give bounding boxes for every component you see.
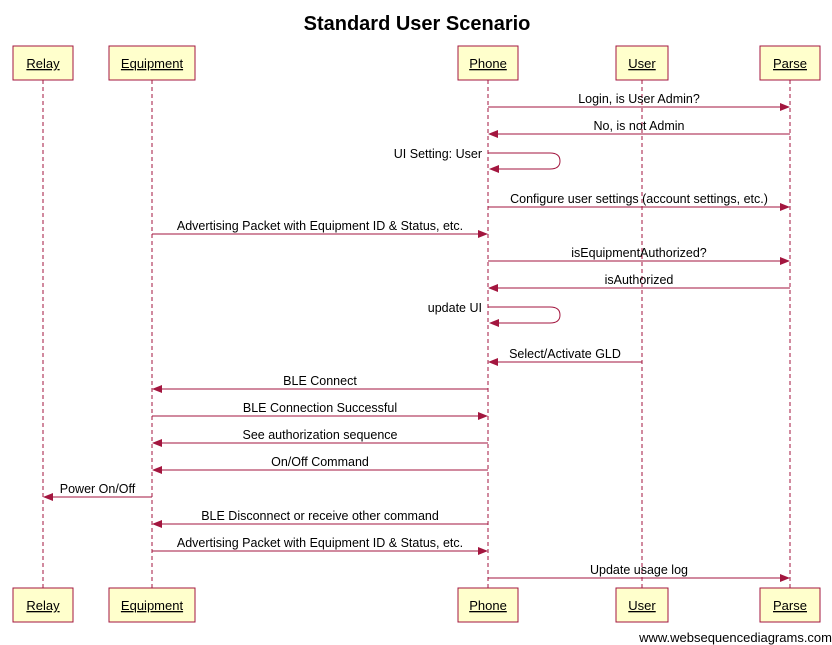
message: See authorization sequence (152, 428, 488, 447)
message-label: isAuthorized (605, 273, 674, 287)
participant-box (615, 45, 669, 81)
participant-label: User (628, 598, 656, 613)
participant-label: Phone (469, 56, 507, 71)
message-label: Advertising Packet with Equipment ID & S… (177, 219, 463, 233)
participant-label: Equipment (121, 598, 184, 613)
participant-box (615, 587, 669, 623)
message-label: No, is not Admin (593, 119, 684, 133)
message-label: isEquipmentAuthorized? (571, 246, 707, 260)
participant-box (457, 45, 519, 81)
message: Advertising Packet with Equipment ID & S… (152, 219, 488, 238)
message-label: Advertising Packet with Equipment ID & S… (177, 536, 463, 550)
message-label: Configure user settings (account setting… (510, 192, 768, 206)
participant-equipment-top: Equipment (108, 45, 196, 81)
message-label: On/Off Command (271, 455, 369, 469)
message: Update usage log (488, 563, 790, 582)
participant-box (108, 587, 196, 623)
participant-label: Phone (469, 598, 507, 613)
message-label: UI Setting: User (394, 147, 482, 161)
participant-label: Relay (26, 56, 60, 71)
participant-box (108, 45, 196, 81)
message: Login, is User Admin? (488, 92, 790, 111)
message: Power On/Off (43, 482, 152, 501)
message: BLE Connection Successful (152, 401, 488, 420)
message: isEquipmentAuthorized? (488, 246, 790, 265)
participant-user-top: User (615, 45, 669, 81)
participants: RelayRelayEquipmentEquipmentPhonePhoneUs… (12, 45, 821, 623)
message: No, is not Admin (488, 119, 790, 138)
self-message-arrow (488, 306, 561, 327)
participant-box (12, 587, 74, 623)
participant-parse-bottom: Parse (759, 587, 821, 623)
participant-phone-bottom: Phone (457, 587, 519, 623)
participant-box (12, 45, 74, 81)
message: UI Setting: User (394, 147, 561, 173)
participant-box (759, 587, 821, 623)
message-label: update UI (428, 301, 482, 315)
self-message-arrow (488, 152, 561, 173)
footer-watermark: www.websequencediagrams.com (638, 630, 832, 645)
message: isAuthorized (488, 273, 790, 292)
message: Select/Activate GLD (488, 347, 642, 366)
participant-relay-bottom: Relay (12, 587, 74, 623)
participant-phone-top: Phone (457, 45, 519, 81)
message-label: See authorization sequence (243, 428, 398, 442)
messages: Login, is User Admin? No, is not Admin UI … (43, 92, 790, 582)
message-label: Login, is User Admin? (578, 92, 700, 106)
message: Configure user settings (account setting… (488, 192, 790, 211)
message-label: BLE Connect (283, 374, 357, 388)
message: Advertising Packet with Equipment ID & S… (152, 536, 488, 555)
message-label: Power On/Off (60, 482, 136, 496)
participant-label: Relay (26, 598, 60, 613)
message: BLE Connect (152, 374, 488, 393)
lifelines (42, 80, 791, 588)
message-label: BLE Connection Successful (243, 401, 397, 415)
participant-relay-top: Relay (12, 45, 74, 81)
message: BLE Disconnect or receive other command (152, 509, 488, 528)
message-label: Update usage log (590, 563, 688, 577)
participant-box (457, 587, 519, 623)
participant-label: Parse (773, 598, 807, 613)
participant-label: User (628, 56, 656, 71)
message-label: BLE Disconnect or receive other command (201, 509, 439, 523)
participant-user-bottom: User (615, 587, 669, 623)
message: update UI (428, 301, 561, 327)
participant-box (759, 45, 821, 81)
participant-label: Equipment (121, 56, 184, 71)
participant-parse-top: Parse (759, 45, 821, 81)
message-label: Select/Activate GLD (509, 347, 621, 361)
message: On/Off Command (152, 455, 488, 474)
participant-label: Parse (773, 56, 807, 71)
participant-equipment-bottom: Equipment (108, 587, 196, 623)
diagram-title: Standard User Scenario (304, 13, 531, 35)
